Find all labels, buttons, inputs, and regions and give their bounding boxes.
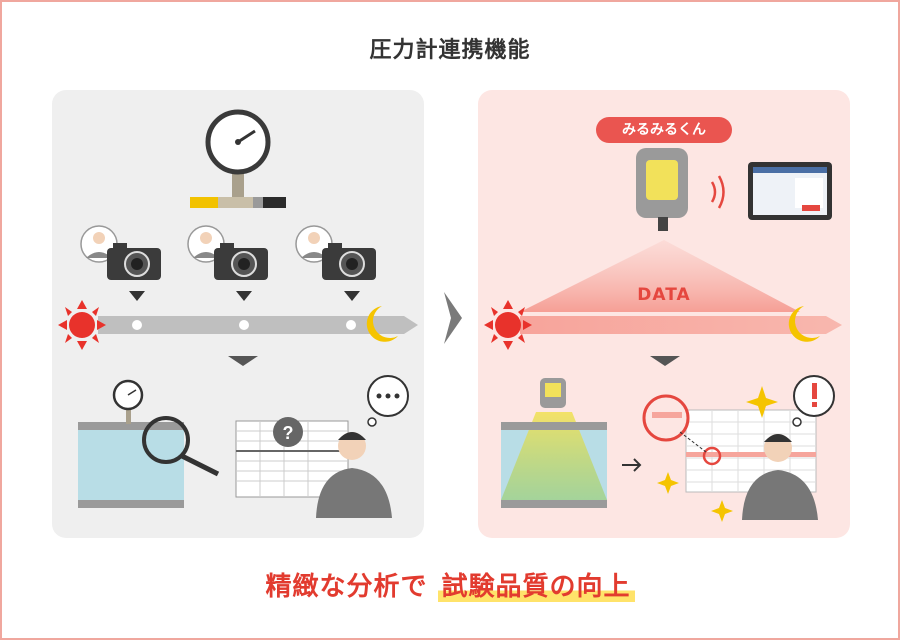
wave-signal-icon <box>710 175 725 209</box>
data-stream <box>520 240 800 312</box>
tablet-icon <box>748 162 832 220</box>
svg-text:?: ? <box>283 423 294 443</box>
moon-icon <box>366 306 398 342</box>
question-icon: ? <box>273 417 303 447</box>
sun-icon <box>484 300 532 350</box>
timeline-linked <box>520 316 842 334</box>
camera-set-2 <box>187 225 268 301</box>
down-arrow-icon <box>650 356 680 366</box>
camera-set-3 <box>295 225 376 301</box>
satisfied-person-icon <box>742 434 818 520</box>
data-label: DATA <box>637 285 691 305</box>
moon-icon <box>788 306 820 342</box>
water-tank <box>78 379 184 508</box>
timeline-manual <box>98 316 418 334</box>
thought-bubble-icon <box>367 375 409 427</box>
tank-with-sensor <box>501 378 607 508</box>
exclamation-icon <box>792 375 835 427</box>
sun-icon <box>58 300 106 350</box>
sparkle-icon <box>657 386 778 522</box>
transition-arrow-icon <box>444 292 462 344</box>
camera-set-1 <box>80 225 161 301</box>
magnifier-icon <box>142 416 220 477</box>
pressure-gauge-icon <box>190 109 286 208</box>
down-arrow-icon <box>228 356 258 366</box>
conclusion-part1: 精緻な分析で <box>265 572 428 602</box>
thinking-person-icon <box>316 432 392 518</box>
conclusion-highlight: 試験品質の向上 <box>437 572 635 602</box>
sensor-device-icon <box>636 148 688 231</box>
product-badge: みるみるくん <box>596 117 732 143</box>
page-title: 圧力計連携機能 <box>369 38 531 63</box>
right-arrow-icon <box>622 458 642 472</box>
conclusion-text: 精緻な分析で 試験品質の向上 <box>0 566 900 603</box>
